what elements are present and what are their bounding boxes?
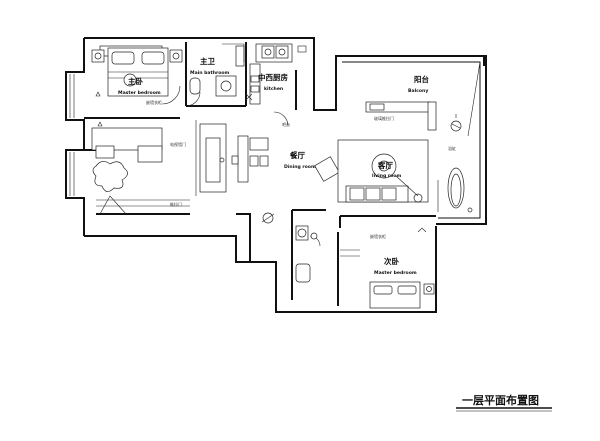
room-label-kitchen-en: kitchen [264,86,283,92]
room-label-balcony: 阳台 [414,74,429,84]
note-tv-wall: 电视墙门 [170,141,186,147]
room-label-dining-en: Dining room [284,164,316,170]
note-bathtub: 浴缸 [448,145,456,151]
drawing-caption: 一层平面布置图 [456,393,552,412]
living-room: 客厅 living room [337,139,429,203]
room-label-second-bedroom-en: Master bedroom [374,270,417,276]
note-sliding-door: 推拉门 [170,201,182,207]
plan-title: 一层平面布置图 [462,393,539,407]
room-label-living: 客厅 [377,160,393,170]
kitchen: 中西厨房 kitchen [245,43,307,105]
dining-room: 餐厅 Dining room 吧台 [231,111,340,183]
interior-walls [84,42,436,306]
outer-walls [65,37,487,313]
master-bathroom: 主卫 Main bathroom [185,43,245,107]
master-bedroom: 主卧 Master bedroom 嵌墙衣柜 [91,45,183,127]
room-label-kitchen: 中西厨房 [258,72,288,82]
balcony: 阳台 Balcony 玻璃推拉门 浴缸 [365,61,481,213]
entrance-bathroom [261,212,321,283]
room-label-master-bathroom-en: Main bathroom [190,70,230,76]
room-label-dining: 餐厅 [289,150,305,160]
room-label-master-bedroom-en: Master bedroom [118,90,161,96]
room-label-living-en: living room [372,173,401,179]
room-label-master-bedroom: 主卧 [128,76,143,86]
study-area: 电视墙门 推拉门 [91,120,227,215]
note-wardrobe-2: 嵌墙衣柜 [370,233,386,239]
note-bar-counter: 吧台 [282,121,290,127]
room-label-master-bathroom: 主卫 [200,56,215,66]
note-wardrobe: 嵌墙衣柜 [146,99,162,105]
note-glass-door: 玻璃推拉门 [374,115,394,121]
room-label-balcony-en: Balcony [408,88,428,94]
room-label-second-bedroom: 次卧 [384,256,399,266]
second-bedroom: 次卧 Master bedroom 嵌墙衣柜 [340,227,435,309]
